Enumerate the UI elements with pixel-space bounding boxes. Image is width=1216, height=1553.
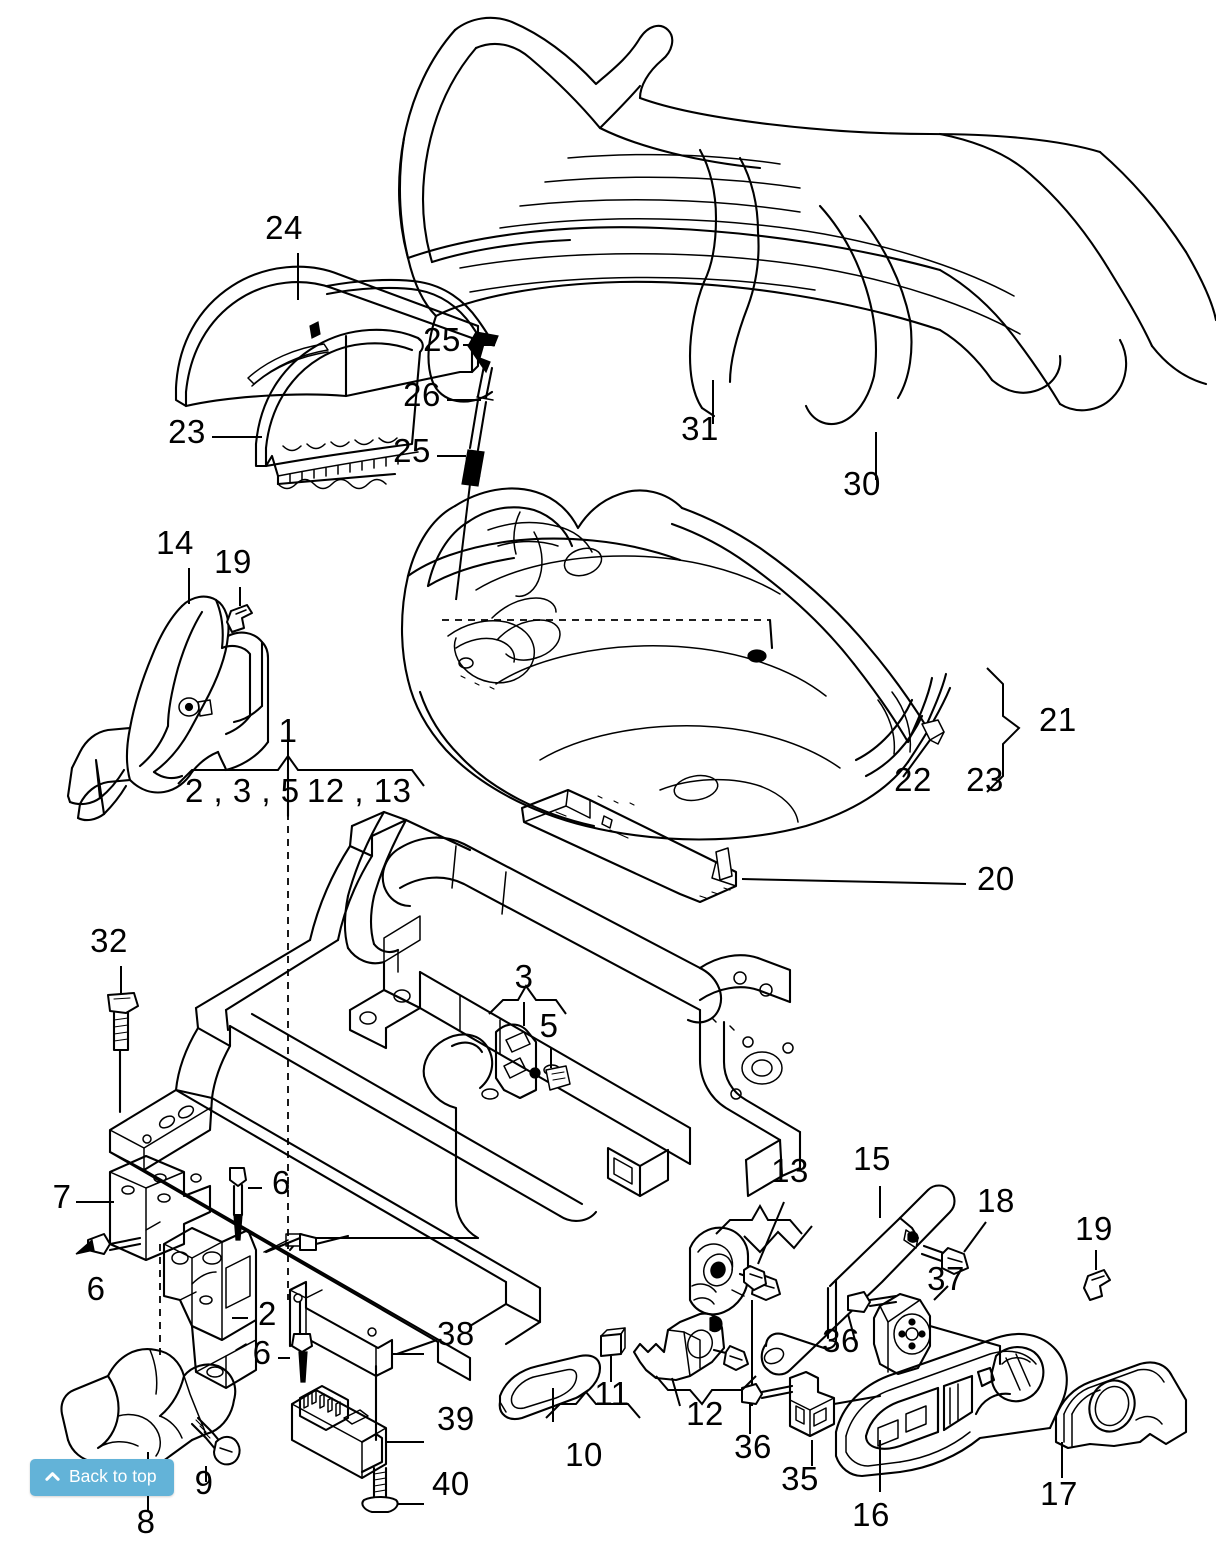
part-screw-40 [361,1466,424,1513]
callout-12-group: 12 [686,1395,724,1432]
part-bracket-2 [159,1226,258,1390]
callout-13: 13 [771,1152,809,1189]
callout-31: 31 [681,410,719,447]
grouping-brackets [177,667,1021,1419]
callout-9: 9 [195,1464,214,1501]
callout-1: 1 [279,712,298,749]
part-clip-19-right [1083,1250,1111,1301]
callout-23-top: 23 [168,413,206,450]
part-seat-frame-1 [108,810,802,1382]
callout-15: 15 [853,1140,891,1177]
callout-7: 7 [53,1178,72,1215]
callout-37: 37 [927,1260,965,1297]
back-to-top-label: Back to top [69,1466,157,1486]
part-cable-26 [325,278,499,601]
part-side-trim-16 [834,1332,1068,1492]
callout-6-left: 6 [87,1270,106,1307]
callout-36-motor: 36 [822,1322,860,1359]
callout-3: 3 [515,958,534,995]
callout-19-top: 19 [214,543,252,580]
callout-16: 16 [852,1496,890,1533]
callout-23-right: 23 [966,761,1004,798]
callout-10: 10 [565,1436,603,1473]
part-bolt-into-bracket-2 [264,1233,350,1254]
part-trim-panel-23 [254,328,424,490]
callout-2-3-5: 2 , 3 , 5 [185,772,300,809]
part-bolt-6-left [75,1233,142,1255]
leader-lines [76,253,967,1355]
part-trim-panel-24 [174,265,480,408]
part-screw-9 [190,1416,241,1482]
callout-14: 14 [156,524,194,561]
part-latch-12 [632,1226,781,1407]
callout-18: 18 [977,1182,1015,1219]
part-bolt-13 [743,1201,813,1291]
part-bolt-6-lower [278,1300,313,1383]
callout-21: 21 [1039,701,1077,738]
callout-19-right: 19 [1075,1210,1113,1247]
callout-32: 32 [90,922,128,959]
part-endcap-17 [1054,1361,1188,1478]
part-crossmember-20 [520,788,738,904]
callout-6-mid: 6 [272,1164,291,1201]
callout-12-13: 12 , 13 [307,772,411,809]
part-handle-cover-10 [498,1354,602,1422]
callout-39: 39 [437,1400,475,1437]
callout-26: 26 [403,376,441,413]
callout-30: 30 [843,465,881,502]
callout-20: 20 [977,860,1015,897]
part-bolt-36-left [741,1383,794,1434]
part-motor-37 [872,1285,1002,1376]
part-trim-14 [66,595,270,822]
part-connector-35 [788,1370,882,1466]
part-bolt-36-motor [847,1291,898,1345]
callout-40: 40 [432,1465,470,1502]
callout-22: 22 [894,761,932,798]
part-seat-pan-21 [400,487,952,841]
callout-38: 38 [437,1315,475,1352]
part-cover-8 [60,1348,237,1512]
callout-2: 2 [258,1295,277,1332]
back-to-top-button[interactable]: Back to top [30,1459,174,1496]
part-bolt-32 [107,992,139,1114]
callout-6-lower: 6 [253,1334,272,1371]
callout-25-upper: 25 [423,321,461,358]
callout-8: 8 [137,1503,156,1540]
callout-25-lower: 25 [393,432,431,469]
callout-24: 24 [265,209,303,246]
callout-36-left: 36 [734,1428,772,1465]
callout-5: 5 [540,1007,559,1044]
chevron-up-icon [45,1469,60,1484]
part-seat-cushion-cover [398,16,1216,426]
part-bolt-6-mid [229,1167,262,1241]
part-module-39 [290,1364,424,1480]
part-clip-11 [600,1327,626,1382]
callout-numbers: 1 2 , 3 , 5 12 , 13 24 23 25 26 25 31 30… [53,209,1113,1540]
part-clip-19-top [226,604,253,633]
callout-11: 11 [594,1375,629,1412]
part-bolt-18 [907,1221,987,1275]
callout-35: 35 [781,1460,819,1497]
callout-17: 17 [1040,1475,1078,1512]
